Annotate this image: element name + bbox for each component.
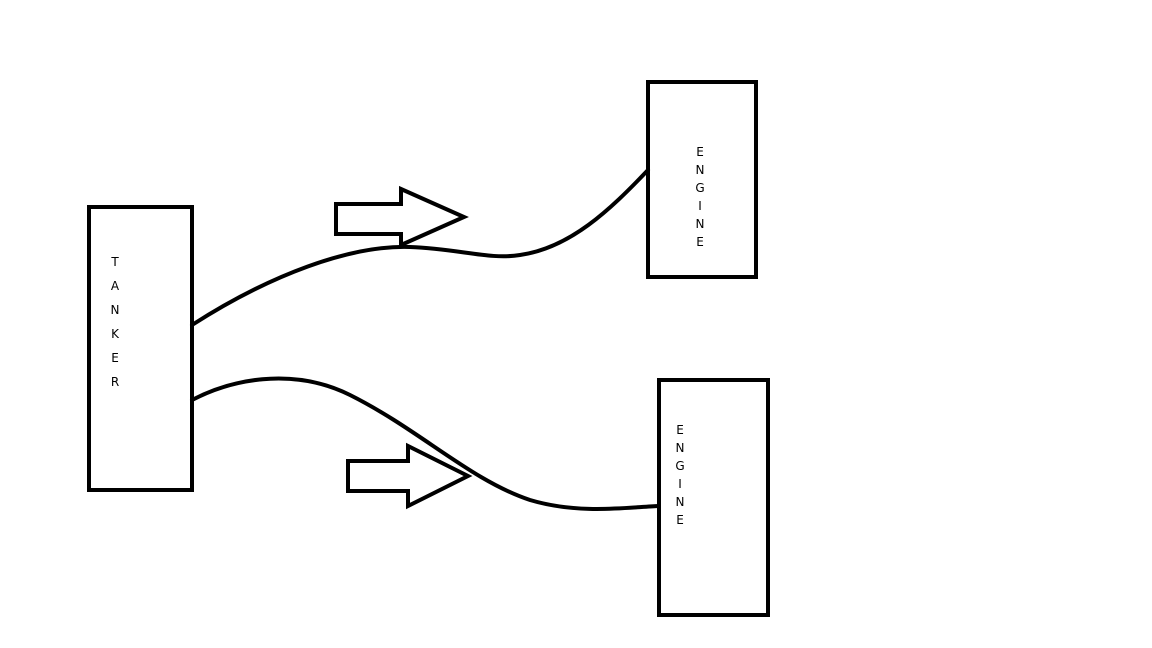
pipe-to-engine-1 — [190, 168, 650, 327]
pipe-to-engine-2 — [190, 376, 661, 511]
engine-box-2 — [657, 378, 770, 617]
engine-box-1 — [646, 80, 758, 279]
tanker-box — [87, 205, 194, 492]
flow-arrow-right-1 — [334, 185, 469, 249]
flow-arrow-right-2 — [346, 442, 473, 510]
